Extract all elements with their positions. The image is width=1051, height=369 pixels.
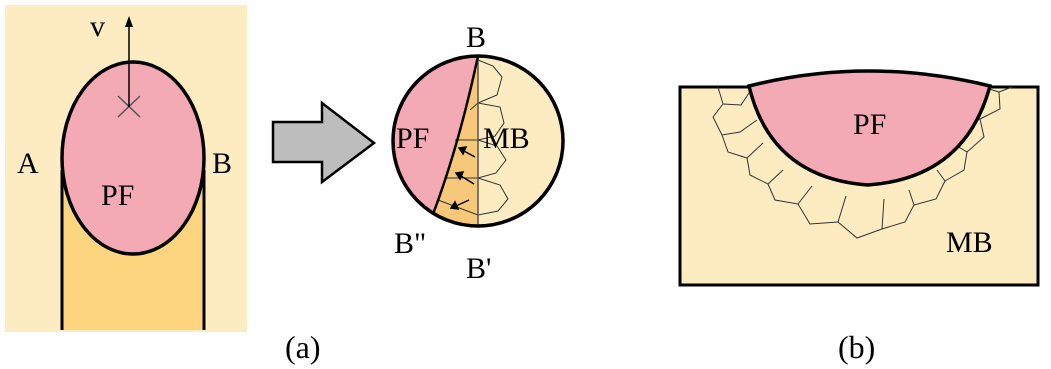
velocity-label: v — [90, 10, 105, 43]
caption-a: (a) — [285, 329, 321, 365]
zoom-point-b2-label: B" — [394, 227, 426, 260]
molten-pool-ellipse — [60, 60, 206, 256]
point-b-label: B — [212, 147, 232, 180]
block-arrow — [271, 100, 377, 185]
panel-a: v A B PF — [5, 5, 247, 332]
growth-arrow-2 — [454, 171, 475, 185]
growth-arrow-1 — [457, 146, 476, 158]
base-metal-label: MB — [946, 226, 993, 259]
zoom-pool-boundary — [428, 56, 480, 223]
weld-pool-label: PF — [853, 108, 886, 141]
zoom-pool-label: PF — [396, 122, 429, 155]
weld-pool-cap — [746, 69, 993, 187]
growth-arrows — [449, 146, 476, 210]
point-a-label: A — [17, 147, 39, 180]
zoom-circle: B PF MB B" B' — [391, 21, 565, 285]
zoom-molten-pool — [393, 56, 478, 222]
heat-affected-grains — [712, 86, 1013, 239]
zoom-base-label: MB — [483, 122, 530, 155]
panel-b: PF MB — [678, 69, 1040, 287]
zoom-outline — [391, 54, 565, 228]
zoom-point-b-label: B — [466, 21, 486, 54]
zoom-grain-zone — [422, 56, 478, 226]
caption-b: (b) — [838, 329, 875, 365]
velocity-arrow — [125, 16, 133, 107]
zoom-point-b1-label: B' — [466, 252, 491, 285]
growth-arrow-3 — [449, 199, 470, 210]
pool-label-a: PF — [101, 179, 134, 212]
